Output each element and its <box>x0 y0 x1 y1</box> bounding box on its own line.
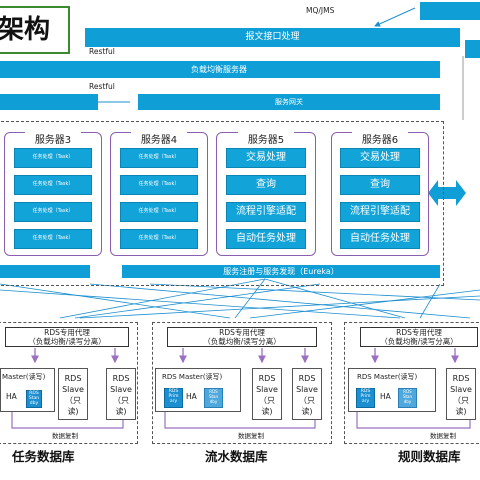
db-task-rds-standby: RDS Stan dby <box>26 390 42 408</box>
db-rules-slave-1: RDS Slave （只 读) <box>446 368 476 420</box>
server-6-transaction: 交易处理 <box>340 148 420 168</box>
server-5-auto-task: 自动任务处理 <box>226 229 306 249</box>
left-gateway-stub <box>0 94 98 110</box>
server-4-task-3: 任务处理（Task） <box>120 202 198 222</box>
server-4-task-4: 任务处理（Task） <box>120 229 198 249</box>
server-5-transaction: 交易处理 <box>226 148 306 168</box>
db-journal-rds-standby: RDS Stan dby <box>204 388 223 408</box>
db-rules-sync-label: 数据复制 <box>430 432 456 440</box>
mq-jms-label: MQ/JMS <box>306 6 335 15</box>
server-6-auto-task: 自动任务处理 <box>340 229 420 249</box>
db-task-title: 任务数据库 <box>12 449 75 464</box>
db-journal-slave-1: RDS Slave （只 读) <box>252 368 282 420</box>
db-rules-rds-primary: RDS Prim ary <box>356 388 375 408</box>
server-4-title: 服务器4 <box>131 131 187 146</box>
server-3-task-3: 任务处理（Task） <box>14 202 92 222</box>
server-6-workflow-adapter: 流程引擎适配 <box>340 202 420 222</box>
server-3-task-1: 任务处理（Task） <box>14 148 92 168</box>
restful-label-mid: Restful <box>89 82 115 91</box>
server-6-query: 查询 <box>340 175 420 195</box>
db-journal-master-label: RDS Master(读写) <box>162 373 223 381</box>
db-rules-frame <box>344 322 480 444</box>
db-task-proxy: RDS专用代理 （负载均衡/读写分离） <box>5 327 129 347</box>
server-3-task-4: 任务处理（Task） <box>14 229 92 249</box>
db-journal-title: 流水数据库 <box>205 449 268 464</box>
server-3-title: 服务器3 <box>25 131 81 146</box>
db-task-slave-1: RDS Slave （只 读) <box>58 368 88 420</box>
service-gateway-bar: 服务网关 <box>138 94 440 110</box>
message-interface-bar: 报文接口处理 <box>85 28 460 47</box>
service-registry-bar: 服务注册与服务发现（Eureka） <box>122 265 440 278</box>
db-rules-rds-standby: RDS Stan dby <box>398 388 417 408</box>
server-6-title: 服务器6 <box>352 131 408 146</box>
server-cluster-frame <box>0 121 444 286</box>
db-journal-rds-primary: RDS Prim ary <box>164 388 183 408</box>
load-balancer-bar: 负载均衡服务器 <box>0 61 440 78</box>
server-5-workflow-adapter: 流程引擎适配 <box>226 202 306 222</box>
db-rules-proxy: RDS专用代理 （负载均衡/读写分离） <box>360 327 478 347</box>
db-journal-proxy: RDS专用代理 （负载均衡/读写分离） <box>167 327 317 347</box>
db-task-slave-2: RDS Slave （只 读) <box>106 368 136 420</box>
right-edge-box <box>465 40 480 58</box>
db-rules-ha: HA <box>380 392 391 401</box>
server-5-title: 服务器5 <box>238 131 294 146</box>
restful-label-top: Restful <box>89 47 115 56</box>
server-5-query: 查询 <box>226 175 306 195</box>
db-task-ha: HA <box>6 392 17 401</box>
db-journal-slave-2: RDS Slave （只 读) <box>292 368 322 420</box>
db-rules-master-label: RDS Master(读写) <box>357 373 418 381</box>
page-title: 架构 <box>0 15 51 45</box>
db-journal-frame <box>152 322 332 444</box>
db-task-master-label: Master(读写) <box>2 373 46 381</box>
title-frame: 架构 <box>0 6 70 54</box>
db-rules-title: 规则数据库 <box>398 449 461 464</box>
db-task-sync-label: 数据复制 <box>52 432 78 440</box>
top-right-box <box>420 2 480 20</box>
server-4-task-2: 任务处理（Task） <box>120 175 198 195</box>
db-journal-ha: HA <box>186 392 197 401</box>
server-4-task-1: 任务处理（Task） <box>120 148 198 168</box>
db-journal-sync-label: 数据复制 <box>238 432 264 440</box>
left-registry-stub <box>0 265 90 278</box>
db-task-frame <box>0 322 138 444</box>
server-3-task-2: 任务处理（Task） <box>14 175 92 195</box>
